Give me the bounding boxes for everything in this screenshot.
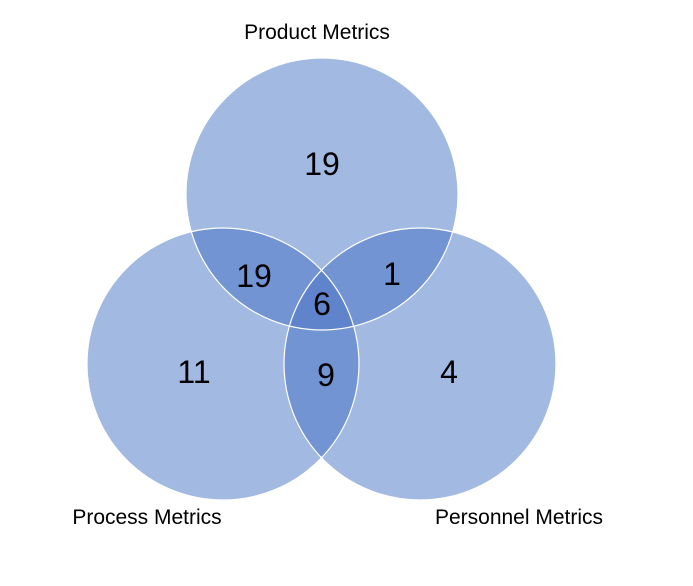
outline-process [86, 227, 360, 501]
count-all-three: 6 [313, 286, 331, 322]
label-personnel-metrics: Personnel Metrics [435, 506, 603, 529]
count-process-personnel: 9 [317, 357, 335, 393]
label-process-metrics: Process Metrics [72, 506, 221, 529]
overlap-product-process [186, 228, 359, 330]
count-personnel-only: 4 [440, 354, 458, 390]
overlap-product-personnel [284, 228, 458, 330]
label-product-metrics: Product Metrics [244, 21, 390, 44]
outline-product [185, 57, 459, 331]
outline-personnel [283, 227, 557, 501]
count-product-only: 19 [304, 146, 340, 182]
count-product-personnel: 1 [383, 256, 401, 292]
count-process-only: 11 [177, 354, 210, 390]
count-product-process: 19 [236, 258, 272, 294]
